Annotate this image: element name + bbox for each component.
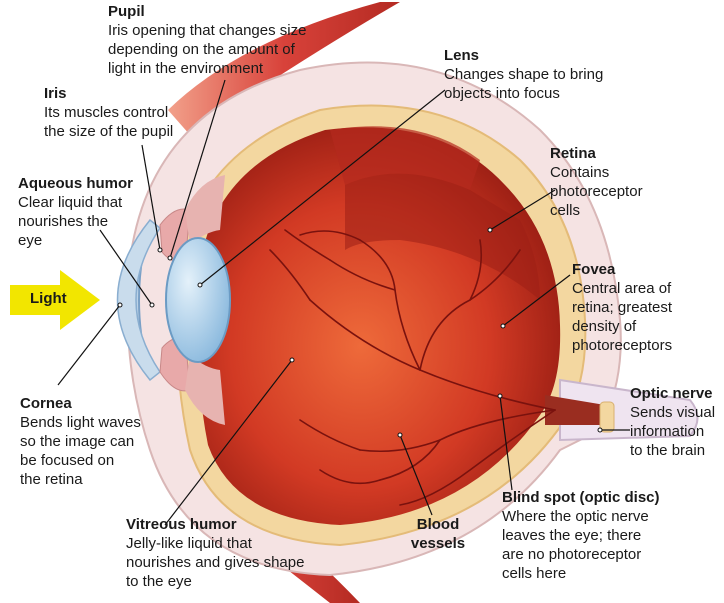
label-desc: Sends visual information to the brain: [630, 404, 716, 459]
label-blind-spot: Blind spot (optic disc) Where the optic …: [502, 488, 722, 583]
label-pupil: Pupil Iris opening that changes size dep…: [108, 2, 338, 78]
light-arrow-label: Light: [30, 290, 67, 307]
label-title: Pupil: [108, 3, 145, 20]
label-title: Vitreous humor: [126, 516, 237, 533]
label-cornea: Cornea Bends light waves so the image ca…: [20, 394, 190, 489]
label-desc: Jelly-like liquid that nourishes and giv…: [126, 535, 305, 590]
label-desc: Central area of retina; greatest density…: [572, 280, 673, 354]
label-title: Cornea: [20, 395, 72, 412]
label-retina: Retina Contains photoreceptor cells: [550, 144, 710, 220]
label-optic-nerve: Optic nerve Sends visual information to …: [630, 384, 722, 460]
optic-nerve-sheath: [599, 401, 615, 433]
blood-vessels: [269, 229, 556, 506]
label-desc: Changes shape to bring objects into focu…: [444, 66, 604, 102]
label-blood-vessels: Blood vessels: [398, 515, 478, 553]
ciliary-lower: [185, 355, 225, 425]
label-desc: Contains photoreceptor cells: [550, 164, 643, 219]
label-title: Fovea: [572, 261, 616, 278]
label-desc: Iris opening that changes size depending…: [108, 22, 307, 77]
label-title: Lens: [444, 47, 480, 64]
label-title: Aqueous humor: [18, 175, 133, 192]
label-lens: Lens Changes shape to bring objects into…: [444, 46, 664, 103]
leader-lines: [57, 79, 630, 526]
optic-nerve-core: [545, 395, 609, 425]
label-desc: Where the optic nerve leaves the eye; th…: [502, 508, 649, 582]
cornea-outer: [116, 218, 162, 382]
leader-dots: [117, 227, 603, 438]
label-title: Optic nerve: [630, 385, 713, 402]
label-title: Blind spot (optic disc): [502, 489, 660, 506]
label-desc: Clear liquid that nourishes the eye: [18, 194, 123, 249]
label-desc: Its muscles control the size of the pupi…: [44, 104, 174, 140]
ciliary-upper: [185, 175, 225, 245]
cutaway-wall: [330, 126, 480, 190]
label-title: Retina: [550, 145, 596, 162]
label-fovea: Fovea Central area of retina; greatest d…: [572, 260, 722, 355]
cutaway-inner: [345, 173, 540, 300]
label-title: Iris: [44, 85, 67, 102]
lens: [165, 237, 231, 363]
label-aqueous-humor: Aqueous humor Clear liquid that nourishe…: [18, 174, 168, 250]
label-vitreous-humor: Vitreous humor Jelly-like liquid that no…: [126, 515, 366, 591]
light-arrow: [10, 270, 100, 330]
label-iris: Iris Its muscles control the size of the…: [44, 84, 234, 141]
label-title: Blood vessels: [410, 516, 466, 552]
label-desc: Bends light waves so the image can be fo…: [20, 414, 141, 488]
